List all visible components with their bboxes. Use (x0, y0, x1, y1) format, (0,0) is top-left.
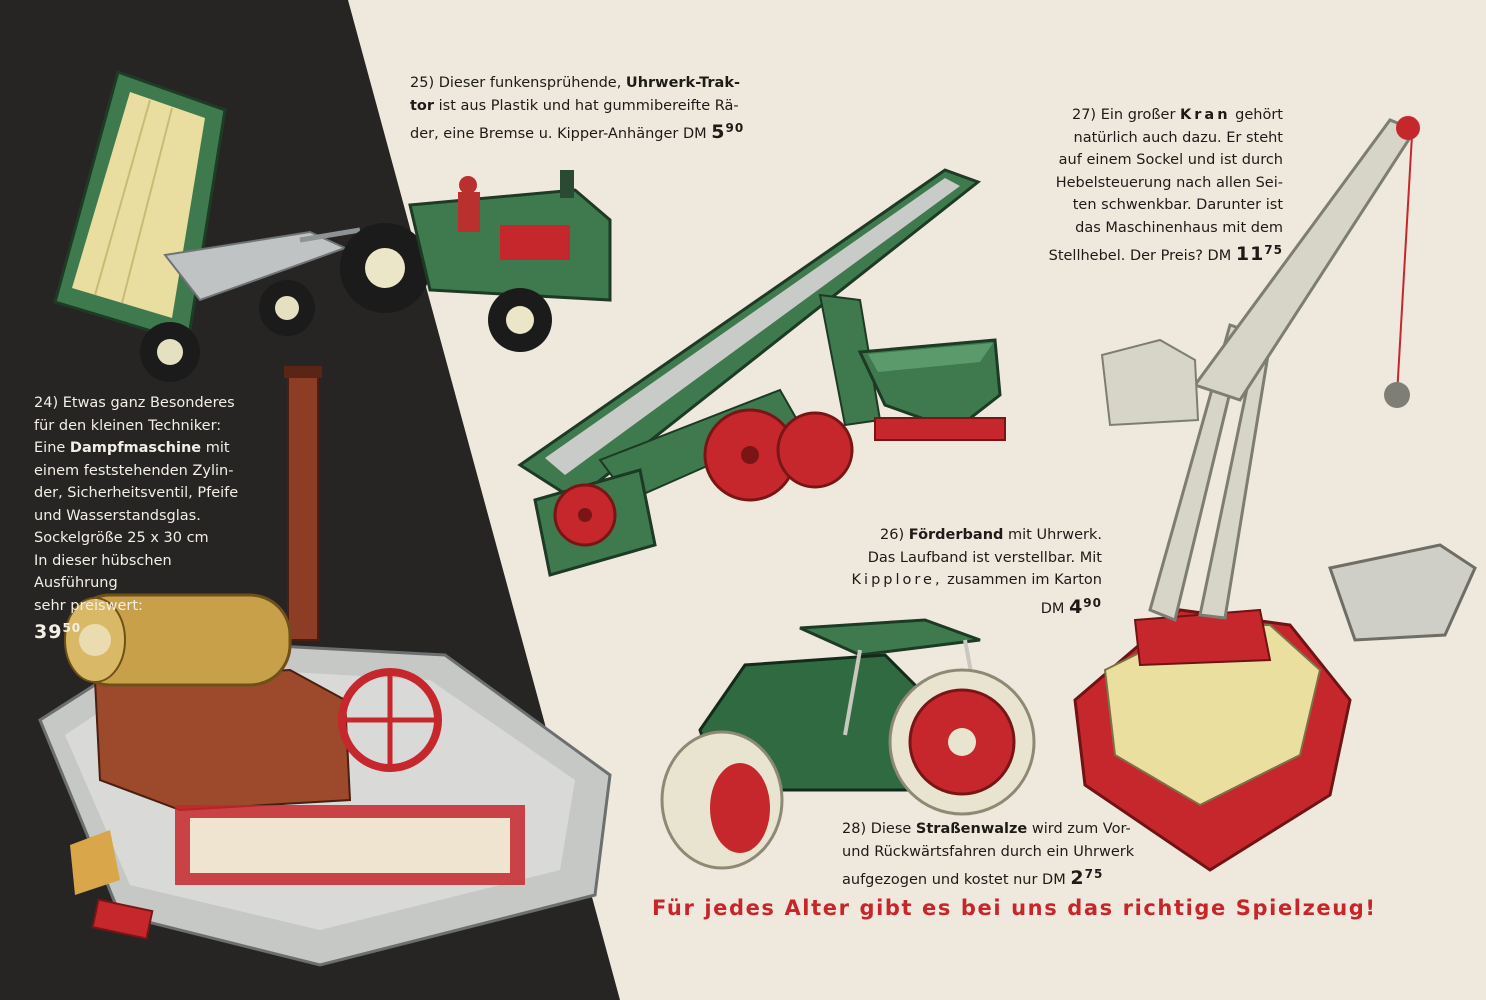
item-28-price: 275 (1070, 867, 1103, 889)
item-25-line: Dieser funkensprühende, (438, 75, 622, 91)
item-28-line: und Rückwärtsfahren durch ein Uhrwerk (842, 843, 1135, 860)
price-cents: 90 (1083, 595, 1102, 610)
item-28-line: wird zum Vor- (1031, 821, 1131, 837)
item-27-text: 27) Ein großer Kran gehört natürlich auc… (1015, 104, 1283, 268)
item-28-line: aufgezogen und kostet nur DM (842, 872, 1066, 888)
item-27-line: auf einem Sockel und ist durch (1058, 152, 1283, 168)
item-25-line: ist aus Plastik und hat gummibereifte Rä… (438, 97, 739, 114)
item-25-number: 25) (410, 75, 435, 91)
price-cents: 50 (62, 621, 82, 635)
item-24-text: 24) Etwas ganz Besonderes für den kleine… (34, 392, 304, 644)
item-24-line: In dieser hübschen (34, 552, 172, 569)
item-25-product-name: tor (410, 97, 435, 114)
item-25-product-name: Uhrwerk-Trak- (625, 75, 740, 91)
price-cents: 75 (1084, 867, 1104, 881)
item-24-line: der, Sicherheitsventil, Pfeife (34, 485, 239, 501)
clockwork-tractor-illustration (340, 170, 612, 352)
price-main: 2 (1070, 867, 1085, 889)
item-24-line: sehr preiswert: (34, 597, 143, 614)
price-main: 39 (34, 621, 63, 643)
item-26-price: 490 (1069, 596, 1102, 618)
item-26-line: Kipplore, (851, 572, 943, 588)
crane-illustration (1073, 116, 1477, 872)
price-cents: 90 (725, 121, 745, 135)
item-27-line: Ein großer (1100, 107, 1176, 123)
tipper-trailer-illustration (53, 70, 361, 382)
item-27-product-name: Kran (1180, 107, 1231, 123)
item-24-line: Etwas ganz Besonderes (62, 395, 235, 411)
price-main: 4 (1069, 595, 1084, 618)
item-24-line: einem feststehenden Zylin- (34, 462, 234, 479)
item-24-line: und Wasserstandsglas. (34, 507, 201, 524)
item-25-line: der, eine Bremse u. Kipper-Anhänger DM (410, 126, 707, 142)
item-26-line: DM (1040, 600, 1065, 617)
item-27-line: Hebelsteuerung nach allen Sei- (1055, 174, 1283, 191)
steam-engine-illustration (38, 366, 612, 967)
item-25-text: 25) Dieser funkensprühende, Uhrwerk-Trak… (410, 72, 790, 146)
price-main: 11 (1235, 243, 1265, 265)
tipping-cart-illustration (857, 338, 1006, 441)
item-26-number: 26) (880, 527, 905, 543)
item-28-number: 28) (842, 821, 867, 837)
item-26-text: 26) Förderband mit Uhrwerk. Das Laufband… (790, 524, 1102, 620)
item-24-price: 3950 (34, 617, 304, 644)
item-24-line: Eine (34, 440, 66, 456)
price-cents: 75 (1264, 243, 1283, 257)
item-27-line: gehört (1235, 107, 1283, 123)
item-27-line: das Maschinenhaus mit dem (1075, 219, 1283, 236)
item-28-text: 28) Diese Straßenwalze wird zum Vor- und… (842, 818, 1154, 892)
item-27-line: ten schwenkbar. Darunter ist (1072, 197, 1283, 213)
item-24-line: Ausführung (34, 575, 118, 591)
item-24-line: mit (205, 440, 230, 456)
item-27-line: natürlich auch dazu. Er steht (1073, 129, 1283, 146)
item-24-product-name: Dampfmaschine (69, 440, 202, 456)
item-26-line: Das Laufband ist verstellbar. Mit (867, 549, 1102, 566)
item-26-product-name: Förderband (908, 527, 1004, 543)
item-24-line: Sockelgröße 25 x 30 cm (34, 530, 209, 546)
price-main: 5 (711, 121, 726, 143)
item-26-line: zusammen im Karton (947, 572, 1102, 588)
item-28-line: Diese (870, 821, 912, 837)
item-26-line: mit Uhrwerk. (1008, 527, 1102, 543)
item-27-price: 1175 (1236, 243, 1283, 265)
item-24-number: 24) (34, 395, 59, 411)
road-roller-illustration (660, 618, 1036, 870)
item-25-price: 590 (711, 121, 744, 143)
slogan-banner: Für jedes Alter gibt es bei uns das rich… (652, 896, 1377, 920)
item-27-number: 27) (1071, 107, 1097, 123)
item-27-line: Stellhebel. Der Preis? DM (1048, 248, 1232, 264)
item-28-product-name: Straßenwalze (915, 821, 1028, 837)
item-24-line: für den kleinen Techniker: (34, 417, 222, 434)
